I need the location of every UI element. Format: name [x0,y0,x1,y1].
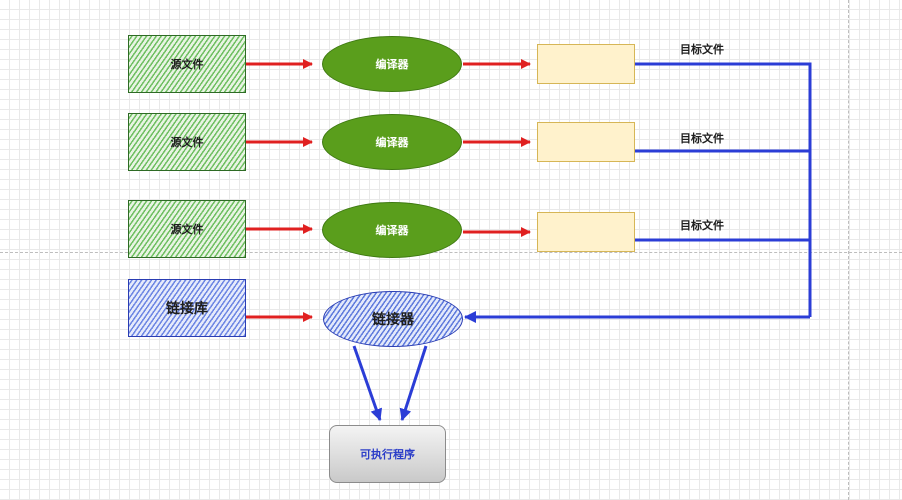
library-label: 链接库 [166,301,208,317]
object-file-label-1: 目标文件 [680,43,724,56]
object-file-label-2: 目标文件 [680,132,724,145]
object-file-node-1[interactable] [537,44,635,84]
compiler-label: 编译器 [375,58,409,71]
source-file-node-3[interactable]: 源文件 [128,200,246,258]
linker-label: 链接器 [372,312,414,328]
source-file-label: 源文件 [170,223,204,236]
executable-label: 可执行程序 [360,448,415,461]
source-file-node-1[interactable]: 源文件 [128,35,246,93]
object-file-node-3[interactable] [537,212,635,252]
executable-node[interactable]: 可执行程序 [329,425,446,483]
compiler-label: 编译器 [375,224,409,237]
object-file-node-2[interactable] [537,122,635,162]
edge-linker-to-executable-right [399,345,428,421]
compiler-node-1[interactable]: 编译器 [322,36,462,92]
source-file-label: 源文件 [170,136,204,149]
source-file-label: 源文件 [170,58,204,71]
edge-linker-to-executable-left [352,345,383,421]
object-file-label-3: 目标文件 [680,219,724,232]
linker-node[interactable]: 链接器 [323,291,463,347]
source-file-node-2[interactable]: 源文件 [128,113,246,171]
library-node[interactable]: 链接库 [128,279,246,337]
page-boundary-vertical [848,0,849,500]
compiler-label: 编译器 [375,136,409,149]
page-boundary-horizontal [0,252,902,253]
edge-object-1-to-bus [635,62,812,317]
compiler-node-2[interactable]: 编译器 [322,114,462,170]
compiler-node-3[interactable]: 编译器 [322,202,462,258]
